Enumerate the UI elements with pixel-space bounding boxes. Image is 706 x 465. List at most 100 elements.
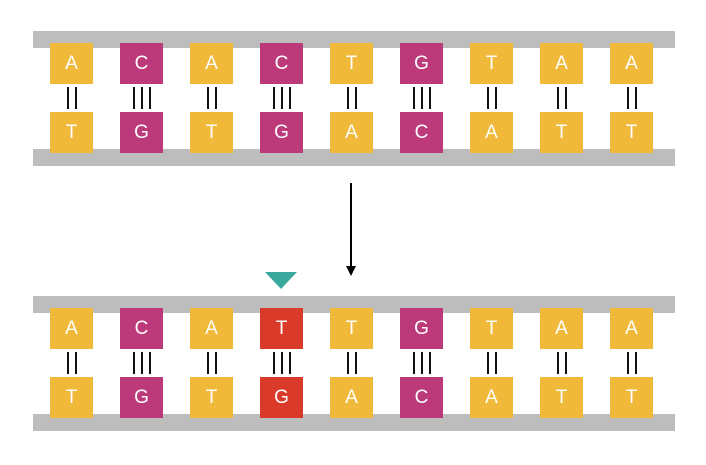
hydrogen-bond [540,352,583,374]
base-bottom: T [50,377,93,418]
bond-line [66,87,69,109]
base-bottom: A [330,112,373,153]
base-bottom: T [190,112,233,153]
base-top: G [400,43,443,84]
bond-line [412,352,415,374]
bond-line [280,87,283,109]
bond-line [74,87,77,109]
hydrogen-bond [400,352,443,374]
down-arrow-icon [350,183,352,267]
hydrogen-bond [330,87,373,109]
base-top: A [190,43,233,84]
bond-line [148,352,151,374]
bond-line [428,352,431,374]
bond-line [206,352,209,374]
base-bottom: T [540,377,583,418]
bond-line [354,352,357,374]
bond-line [272,87,275,109]
base-top: G [400,308,443,349]
bond-line [66,352,69,374]
bond-line [288,87,291,109]
bond-line [288,352,291,374]
base-bottom: T [540,112,583,153]
bond-line [280,352,283,374]
bond-line [214,352,217,374]
hydrogen-bond [120,87,163,109]
bond-line [272,352,275,374]
base-bottom: C [400,112,443,153]
bond-line [626,87,629,109]
hydrogen-bond [50,352,93,374]
base-bottom: G [260,112,303,153]
base-bottom: T [50,112,93,153]
base-top: A [50,43,93,84]
backbone-bottom [33,149,675,166]
bond-line [564,352,567,374]
hydrogen-bond [610,352,653,374]
base-bottom: G [120,377,163,418]
hydrogen-bond [330,352,373,374]
base-bottom: G [120,112,163,153]
bond-line [132,87,135,109]
bond-line [494,87,497,109]
hydrogen-bond [120,352,163,374]
hydrogen-bond [260,87,303,109]
bond-line [214,87,217,109]
mutation-marker-icon [265,272,297,289]
base-top: A [540,43,583,84]
base-bottom: A [470,112,513,153]
bond-line [346,352,349,374]
base-bottom: A [470,377,513,418]
base-bottom: G [260,377,303,418]
base-top: T [470,308,513,349]
bond-line [494,352,497,374]
base-bottom: T [610,377,653,418]
bond-line [132,352,135,374]
base-top: A [540,308,583,349]
bond-line [556,352,559,374]
bond-line [564,87,567,109]
base-bottom: C [400,377,443,418]
base-bottom: T [190,377,233,418]
bond-line [412,87,415,109]
bond-line [556,87,559,109]
base-top: A [610,43,653,84]
base-top: C [260,43,303,84]
hydrogen-bond [50,87,93,109]
bond-line [626,352,629,374]
bond-line [428,87,431,109]
bond-line [74,352,77,374]
bond-line [486,352,489,374]
backbone-bottom [33,414,675,431]
hydrogen-bond [190,87,233,109]
base-bottom: T [610,112,653,153]
bond-line [486,87,489,109]
bond-line [634,352,637,374]
bond-line [420,352,423,374]
base-top: T [260,308,303,349]
base-top: A [50,308,93,349]
hydrogen-bond [190,352,233,374]
base-top: A [190,308,233,349]
hydrogen-bond [470,87,513,109]
base-top: T [330,43,373,84]
hydrogen-bond [610,87,653,109]
hydrogen-bond [540,87,583,109]
bond-line [634,87,637,109]
bond-line [354,87,357,109]
arrowhead-icon [346,266,356,276]
bond-line [420,87,423,109]
base-top: C [120,308,163,349]
hydrogen-bond [400,87,443,109]
bond-line [206,87,209,109]
base-top: T [330,308,373,349]
base-bottom: A [330,377,373,418]
bond-line [346,87,349,109]
bond-line [140,87,143,109]
base-top: T [470,43,513,84]
base-top: C [120,43,163,84]
base-top: A [610,308,653,349]
bond-line [148,87,151,109]
hydrogen-bond [260,352,303,374]
bond-line [140,352,143,374]
